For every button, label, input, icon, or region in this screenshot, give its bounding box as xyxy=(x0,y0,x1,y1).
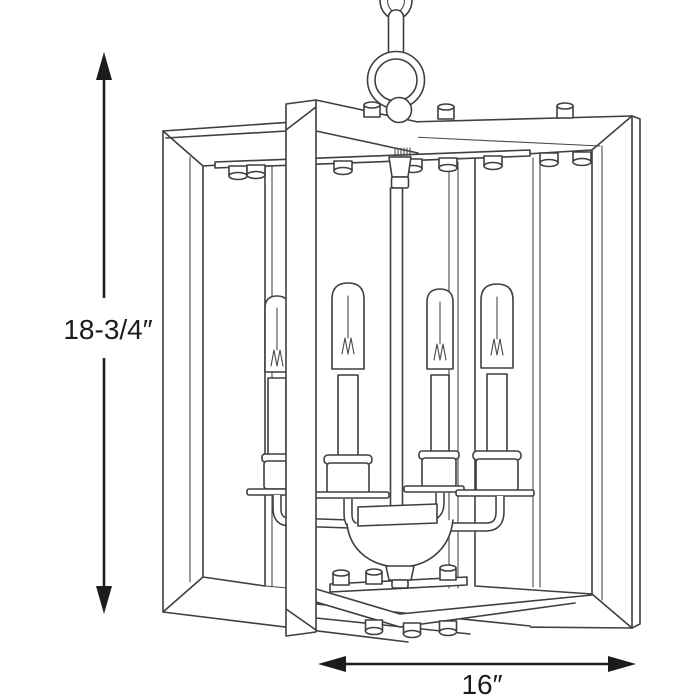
bolt xyxy=(556,102,574,119)
height-dimension-label: 18-3/4″ xyxy=(63,314,152,345)
nut xyxy=(539,152,559,168)
nut xyxy=(402,622,422,639)
ball-finial xyxy=(385,96,413,124)
nut xyxy=(483,155,503,171)
bulb-assembly-3 xyxy=(403,288,465,493)
front-corner-post xyxy=(285,99,317,637)
nut xyxy=(438,620,458,637)
socket-cup xyxy=(326,462,370,494)
arrow-down-icon xyxy=(96,586,112,614)
bulb-assembly-2 xyxy=(309,282,390,499)
nut xyxy=(364,619,384,636)
arrow-left-icon xyxy=(318,656,346,672)
center-bowl xyxy=(346,503,454,568)
candle-sleeve xyxy=(430,374,450,453)
nut xyxy=(438,157,458,173)
socket-cup xyxy=(475,458,519,492)
nut xyxy=(228,165,248,181)
nut xyxy=(572,151,592,167)
filament xyxy=(433,301,447,361)
bottom-finial xyxy=(385,565,415,589)
arrow-up-icon xyxy=(96,52,112,80)
nut xyxy=(246,164,266,180)
bulb-assembly-4 xyxy=(455,283,535,497)
nut xyxy=(333,160,353,176)
bolt xyxy=(332,569,350,586)
hub-plate xyxy=(357,503,438,527)
height-dimension: 18-3/4″ xyxy=(63,52,153,614)
bottom-v-rail xyxy=(315,588,593,628)
candle-sleeve xyxy=(337,374,359,457)
candle-sleeve xyxy=(486,373,508,454)
bolt xyxy=(439,564,457,581)
bobeche xyxy=(403,485,465,493)
top-plate-nuts xyxy=(228,151,592,181)
hanging-chain xyxy=(379,0,413,64)
filament xyxy=(341,295,355,355)
bobeche xyxy=(309,491,390,499)
filament xyxy=(490,296,504,356)
cage-frame-right-panel xyxy=(407,115,641,629)
width-dimension-label: 16″ xyxy=(461,669,502,700)
bolt xyxy=(437,103,455,120)
bobeche xyxy=(455,489,535,497)
bottom-rail-nuts xyxy=(364,619,458,639)
top-rail-bolts xyxy=(363,101,574,120)
candle-sleeve xyxy=(267,377,287,456)
bolt xyxy=(363,101,381,118)
filament xyxy=(270,307,284,367)
arrow-right-icon xyxy=(608,656,636,672)
socket-cup xyxy=(421,457,457,488)
width-dimension: 16″ xyxy=(318,656,636,700)
center-stem xyxy=(388,147,412,509)
bolt xyxy=(365,568,383,585)
